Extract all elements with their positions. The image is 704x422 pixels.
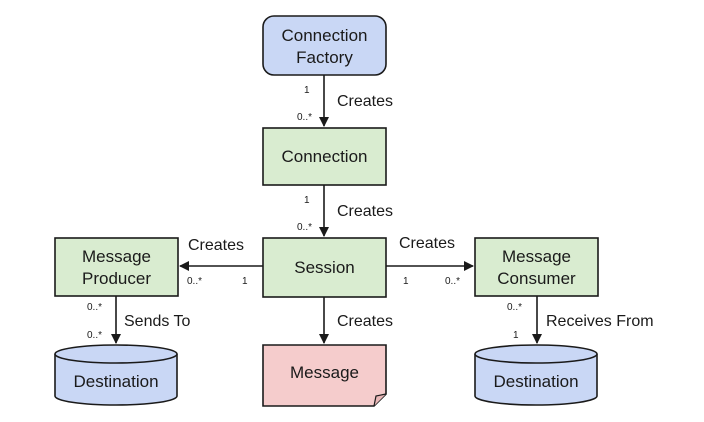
mult-connection-source: 1	[304, 195, 310, 206]
edge-label-producer-creates: Creates	[188, 237, 244, 254]
node-message-producer-line1: Message	[82, 247, 151, 266]
node-connection-label: Connection	[281, 147, 367, 166]
node-message-label: Message	[290, 363, 359, 382]
node-connection-factory-line1: Connection	[281, 26, 367, 45]
node-session: Session	[262, 237, 387, 298]
edge-label-sends-to: Sends To	[124, 313, 191, 330]
edge-label-connection-creates: Creates	[337, 203, 393, 220]
node-connection-factory: Connection Factory	[262, 15, 387, 76]
mult-connection-target: 0..*	[297, 222, 312, 233]
mult-consumer-source: 1	[403, 276, 409, 287]
mult-receives-source: 0..*	[507, 302, 522, 313]
node-destination-left-label: Destination	[73, 372, 158, 391]
edge-label-consumer-creates: Creates	[399, 235, 455, 252]
node-destination-right: Destination	[474, 344, 598, 406]
mult-consumer-target: 0..*	[445, 276, 460, 287]
mult-sends-target: 0..*	[87, 330, 102, 341]
edge-label-message-creates: Creates	[337, 313, 393, 330]
node-message-consumer: Message Consumer	[474, 237, 599, 297]
mult-producer-source: 1	[242, 276, 248, 287]
node-connection-factory-line2: Factory	[296, 48, 353, 67]
node-message-producer-line2: Producer	[82, 269, 151, 288]
node-message-consumer-line2: Consumer	[497, 269, 576, 288]
node-message-producer: Message Producer	[54, 237, 179, 297]
edge-label-factory-creates: Creates	[337, 93, 393, 110]
node-session-label: Session	[294, 258, 354, 277]
mult-factory-source: 1	[304, 85, 310, 96]
node-message-consumer-line1: Message	[502, 247, 571, 266]
node-destination-right-label: Destination	[493, 372, 578, 391]
mult-sends-source: 0..*	[87, 302, 102, 313]
mult-receives-target: 1	[513, 330, 519, 341]
edge-label-receives-from: Receives From	[546, 313, 654, 330]
mult-factory-target: 0..*	[297, 112, 312, 123]
node-connection: Connection	[262, 127, 387, 186]
node-destination-left: Destination	[54, 344, 178, 406]
mult-producer-target: 0..*	[187, 276, 202, 287]
node-message: Message	[262, 344, 387, 407]
